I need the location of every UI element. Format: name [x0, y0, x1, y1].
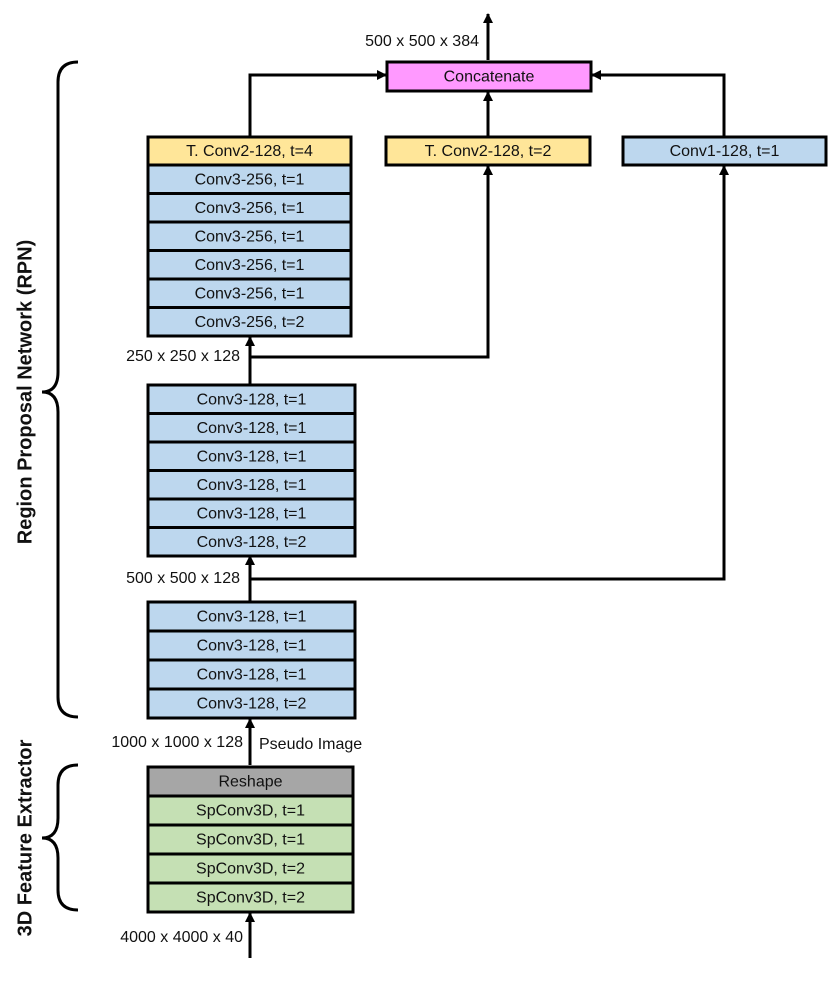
rpn-label: Region Proposal Network (RPN): [14, 240, 36, 544]
spconv3d-layer-2-box: [146, 823, 355, 856]
reshape-box: [146, 765, 355, 798]
feature-extractor-label: 3D Feature Extractor: [14, 739, 36, 936]
block3-layer-2-label: Conv3-256, t=1: [195, 200, 305, 217]
dim-1000-label: 1000 x 1000 x 128: [111, 734, 243, 751]
block2-layer-4-box: [146, 469, 357, 501]
tconv4-to-concat-arrow: [248, 70, 387, 136]
block1-layer-2-box: [146, 629, 357, 662]
block2-layer-6-box: [146, 526, 357, 558]
block3-layer-1-box: [146, 163, 353, 195]
block2-layer-6-label: Conv3-128, t=2: [197, 534, 307, 551]
skip-to-tconv2-arrow: [250, 165, 493, 359]
block1-layer-3-box: [146, 658, 357, 691]
block3-layer-6-box: [146, 306, 353, 338]
block3-layer-3-label: Conv3-256, t=1: [195, 228, 305, 245]
feature-extractor-brace: [41, 763, 79, 912]
conv1-label: Conv1-128, t=1: [670, 143, 780, 160]
spconv3d-layer-1-label: SpConv3D, t=1: [196, 803, 305, 820]
reshape-label: Reshape: [218, 774, 282, 791]
pseudo-image-label: Pseudo Image: [259, 736, 362, 753]
block2-layer-4-label: Conv3-128, t=1: [197, 477, 307, 494]
block2-layer-3-label: Conv3-128, t=1: [197, 448, 307, 465]
block3-layer-6-label: Conv3-256, t=2: [195, 314, 305, 331]
block3-layer-1-label: Conv3-256, t=1: [195, 171, 305, 188]
spconv3d-layer-4-label: SpConv3D, t=2: [196, 890, 305, 907]
block2-layer-2-label: Conv3-128, t=1: [197, 420, 307, 437]
block2-layer-5-label: Conv3-128, t=1: [197, 505, 307, 522]
output-dim-label: 500 x 500 x 384: [365, 33, 479, 50]
block1-layer-2-label: Conv3-128, t=1: [197, 638, 307, 655]
input-dim-label: 4000 x 4000 x 40: [120, 929, 243, 946]
block3-layer-4-box: [146, 249, 353, 281]
block1-layer-1-label: Conv3-128, t=1: [197, 609, 307, 626]
dim-500-label: 500 x 500 x 128: [126, 570, 240, 587]
spconv3d-layer-3-label: SpConv3D, t=2: [196, 861, 305, 878]
block3-layer-5-label: Conv3-256, t=1: [195, 285, 305, 302]
spconv3d-layer-4-box: [146, 881, 355, 914]
block2-layer-2-box: [146, 412, 357, 444]
tconv2-t4-label: T. Conv2-128, t=4: [186, 143, 313, 160]
spconv3d-layer-3-box: [146, 852, 355, 885]
block3-layer-2-box: [146, 192, 353, 224]
rpn-brace: [41, 60, 79, 719]
tconv2-t2-label: T. Conv2-128, t=2: [425, 143, 552, 160]
layer-boxes: Concatenate T. Conv2-128, t=4 T. Conv2-128…: [146, 60, 828, 914]
block3-layer-3-box: [146, 220, 353, 252]
spconv3d-layer-2-label: SpConv3D, t=1: [196, 832, 305, 849]
tconv2-t2-box: [384, 135, 592, 167]
concatenate-label: Concatenate: [444, 69, 535, 86]
block1-layer-4-label: Conv3-128, t=2: [197, 696, 307, 713]
spconv3d-layer-1-box: [146, 794, 355, 827]
block1-layer-4-box: [146, 687, 357, 720]
block3-layer-4-label: Conv3-256, t=1: [195, 257, 305, 274]
skip-to-conv1-arrow: [250, 165, 729, 581]
conv1-to-concat-arrow: [591, 70, 726, 136]
conv1-box: [621, 135, 828, 167]
concatenate-box: [385, 60, 593, 93]
block1-layer-3-label: Conv3-128, t=1: [197, 667, 307, 684]
block2-layer-1-label: Conv3-128, t=1: [197, 391, 307, 408]
dim-250-label: 250 x 250 x 128: [126, 348, 240, 365]
